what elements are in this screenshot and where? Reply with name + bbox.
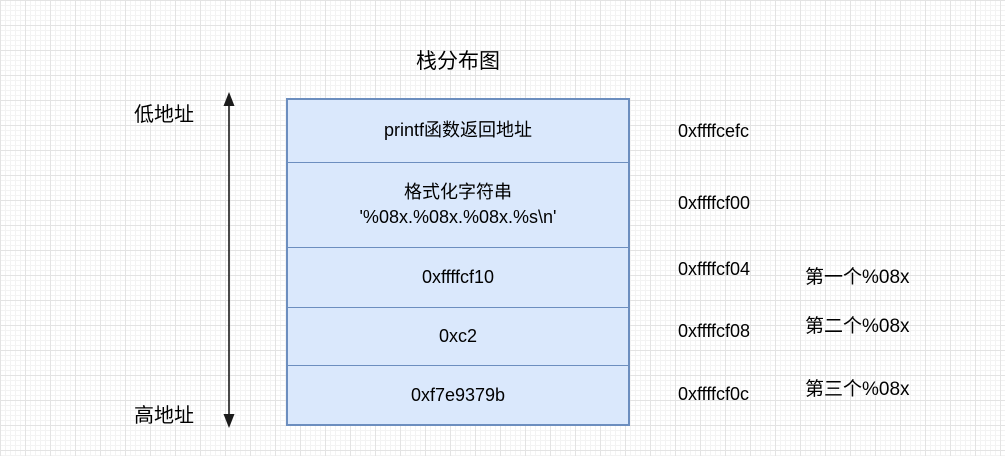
stack-row-label: 0xc2 [438, 325, 478, 346]
low-address-label: 低地址 [134, 104, 194, 126]
stack-row: 0xc2 [288, 306, 628, 365]
stack-box: printf函数返回地址 格式化字符串 '%08x.%08x.%08x.%s\n… [286, 98, 630, 426]
stack-row: 0xf7e9379b [288, 365, 628, 424]
stack-row-label: '%08x.%08x.%08x.%s\n' [359, 206, 557, 227]
vertical-double-arrow-icon [223, 92, 235, 428]
format-arg-annotation: 第一个%08x [805, 267, 910, 288]
format-arg-annotation: 第三个%08x [805, 379, 910, 400]
address-label: 0xffffcf00 [678, 193, 751, 213]
stack-row: 0xffffcf10 [288, 246, 628, 307]
stack-row-label: 0xffffcf10 [421, 266, 495, 287]
stack-row: printf函数返回地址 [288, 100, 628, 162]
high-address-label: 高地址 [134, 405, 194, 427]
address-label: 0xffffcf0c [678, 384, 750, 404]
stack-row-label: 格式化字符串 [404, 181, 512, 202]
format-arg-annotation: 第二个%08x [805, 316, 910, 337]
stack-row: 格式化字符串 '%08x.%08x.%08x.%s\n' [288, 161, 628, 247]
stack-row-label: 0xf7e9379b [410, 384, 506, 405]
address-label: 0xffffcefc [678, 121, 750, 141]
address-label: 0xffffcf08 [678, 321, 751, 341]
diagram-title: 栈分布图 [416, 50, 500, 73]
address-label: 0xffffcf04 [678, 259, 751, 279]
stack-row-label: printf函数返回地址 [383, 120, 533, 141]
